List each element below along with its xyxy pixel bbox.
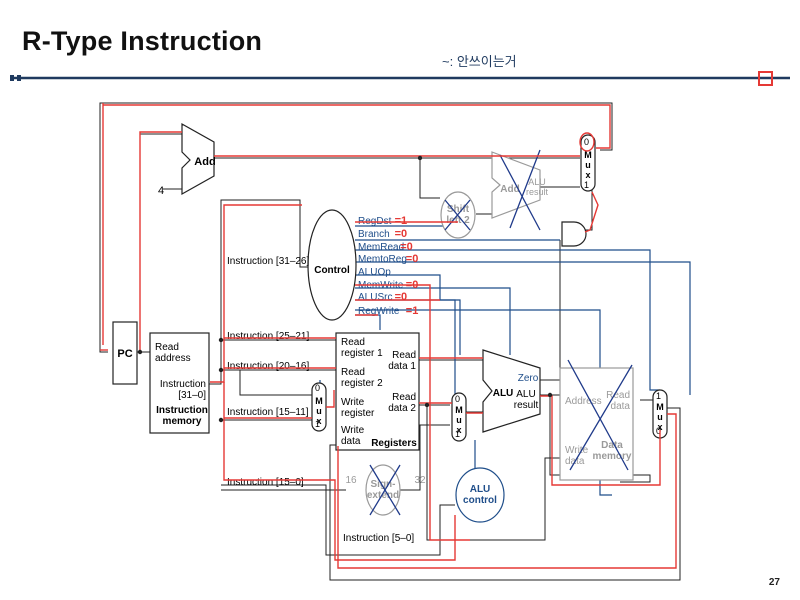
cross-shift-b — [444, 199, 471, 231]
alu — [482, 349, 541, 433]
handwritten-note: ~: 안쓰이는거 — [442, 54, 517, 69]
cross-add-branch-b — [509, 149, 541, 229]
signal-aluop: ALUOp — [358, 267, 391, 278]
slide-title: R-Type Instruction — [22, 26, 263, 56]
reg-name: Registers — [371, 438, 417, 449]
control-unit — [307, 209, 357, 321]
mux-input-label: 1 — [656, 391, 661, 401]
active-path — [100, 103, 677, 569]
title-rule — [10, 75, 790, 81]
junction-dots — [137, 155, 553, 423]
field-label: Instruction [15–0] — [227, 477, 304, 488]
pc-label: PC — [117, 348, 132, 360]
mux-input-label: 0 — [584, 137, 589, 147]
signal-alusrc: ALUSrc — [358, 292, 392, 303]
signal-value-memread: =0 — [400, 241, 413, 253]
alu-zero: Zero — [518, 373, 539, 384]
pc-register — [112, 321, 138, 385]
signal-memtoreg: MemtoReg — [358, 254, 407, 265]
cross-data-memory-a — [567, 359, 629, 471]
and-gate — [561, 221, 587, 247]
register-file — [335, 332, 420, 451]
cross-add-branch-a — [499, 154, 541, 231]
mux-input-label: 1 — [584, 180, 589, 190]
signal-value-regdst: =1 — [395, 215, 408, 227]
alu-label: ALU — [493, 388, 514, 399]
alu-control — [455, 467, 505, 523]
mux-input-label: 1 — [455, 429, 460, 439]
add-branch-label: Add — [500, 184, 519, 195]
signal-value-regwrite: =1 — [406, 305, 419, 317]
mux-input-label: 0 — [656, 426, 661, 436]
mux-input-label: 0 — [455, 394, 460, 404]
control-label: Control — [314, 265, 350, 276]
mux-input-label: 1 — [315, 419, 320, 429]
instruction-memory — [149, 332, 210, 434]
mux-alusrc — [451, 392, 467, 442]
mux-input-label: 0 — [315, 383, 320, 393]
im-instruction: Instruction[31–0] — [160, 379, 206, 401]
sign-extend-label: Sign-extend — [367, 479, 399, 501]
sign-in-width: 16 — [345, 475, 357, 486]
cross-data-memory-b — [569, 364, 633, 471]
add-pc4-label: Add — [194, 156, 215, 168]
cross-sign-b — [369, 464, 401, 516]
signal-memread: MemRead — [358, 242, 404, 253]
signal-value-branch: =0 — [395, 228, 408, 240]
const-four: 4 — [158, 185, 164, 197]
field-label: Instruction [25–21] — [227, 331, 309, 342]
sign-extend — [365, 464, 401, 516]
signal-value-memtoreg: =0 — [406, 253, 419, 265]
field-label: Instruction [20–16] — [227, 361, 309, 372]
field-label: Instruction [5–0] — [343, 533, 414, 544]
add-pc4 — [181, 122, 215, 196]
field-label: Instruction [15–11] — [227, 407, 309, 418]
highlight-box — [758, 71, 773, 86]
control-signals: RegDst=1Branch=0MemRead=0MemtoReg=0ALUOp… — [358, 215, 418, 317]
dm-address: Address — [565, 396, 602, 407]
field-label: Instruction [31–26] — [227, 256, 309, 267]
instruction-fields: Instruction [31–26] Instruction [25–21] In… — [227, 256, 414, 544]
sign-out-width: 32 — [414, 475, 426, 486]
signal-value-alusrc: =0 — [395, 291, 408, 303]
signal-regwrite: RegWrite — [358, 306, 400, 317]
signal-branch: Branch — [358, 229, 390, 240]
page-number: 27 — [768, 577, 780, 588]
